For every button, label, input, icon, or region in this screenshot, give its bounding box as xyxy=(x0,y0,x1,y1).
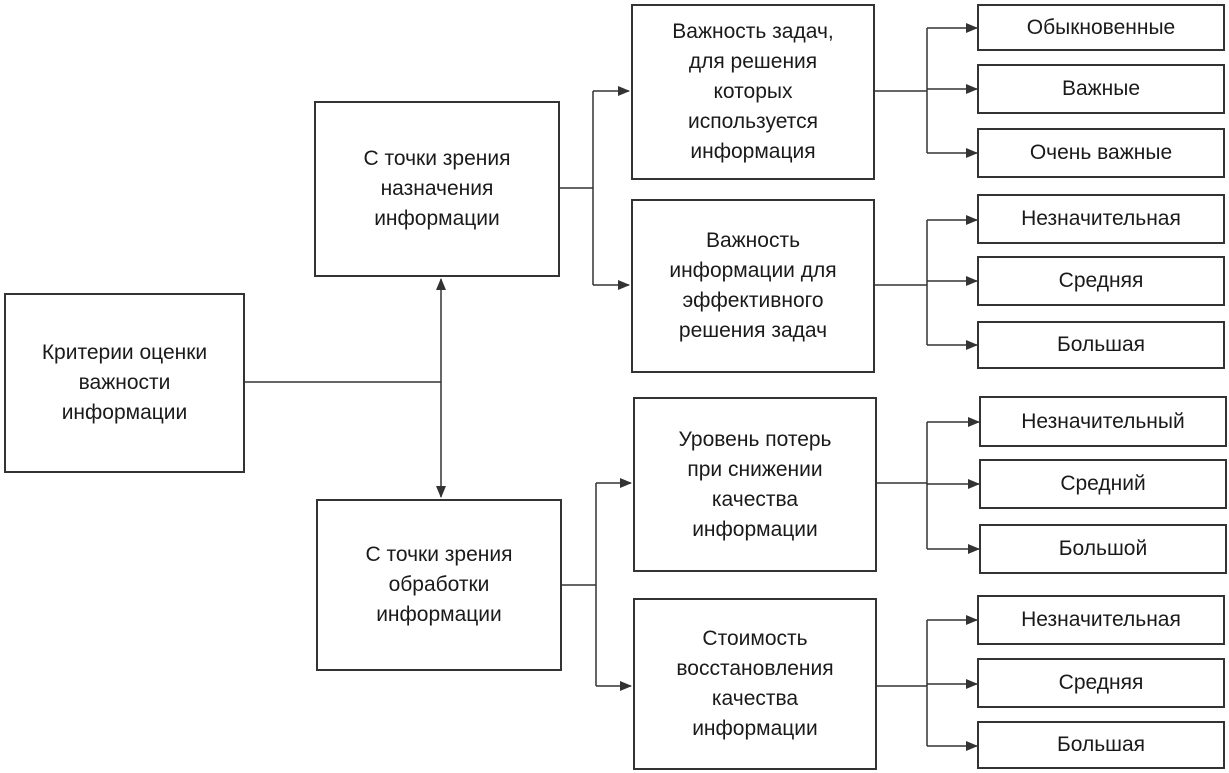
option-large: Большая xyxy=(977,321,1225,369)
processing-perspective-box: С точки зрения обработки информации xyxy=(316,499,562,671)
option-insignificant: Незначительный xyxy=(979,396,1227,447)
option-medium: Средняя xyxy=(977,256,1225,306)
task-importance-box: Важность задач, для решения которых испо… xyxy=(631,4,875,180)
option-important: Важные xyxy=(977,64,1225,114)
root-criteria-box: Критерии оценки важности информации xyxy=(4,293,245,473)
option-large: Большой xyxy=(979,524,1227,574)
option-medium: Средний xyxy=(979,459,1227,509)
option-insignificant: Незначительная xyxy=(977,595,1225,645)
option-insignificant: Незначительная xyxy=(977,194,1225,244)
loss-level-box: Уровень потерь при снижении качества инф… xyxy=(633,397,877,572)
option-large: Большая xyxy=(977,721,1225,769)
option-very-important: Очень важные xyxy=(977,128,1225,178)
restore-cost-box: Стоимость восстановления качества информ… xyxy=(633,598,877,770)
option-medium: Средняя xyxy=(977,658,1225,708)
info-importance-box: Важность информации для эффективного реш… xyxy=(631,199,875,373)
option-ordinary: Обыкновенные xyxy=(977,4,1225,51)
purpose-perspective-box: С точки зрения назначения информации xyxy=(314,101,560,277)
